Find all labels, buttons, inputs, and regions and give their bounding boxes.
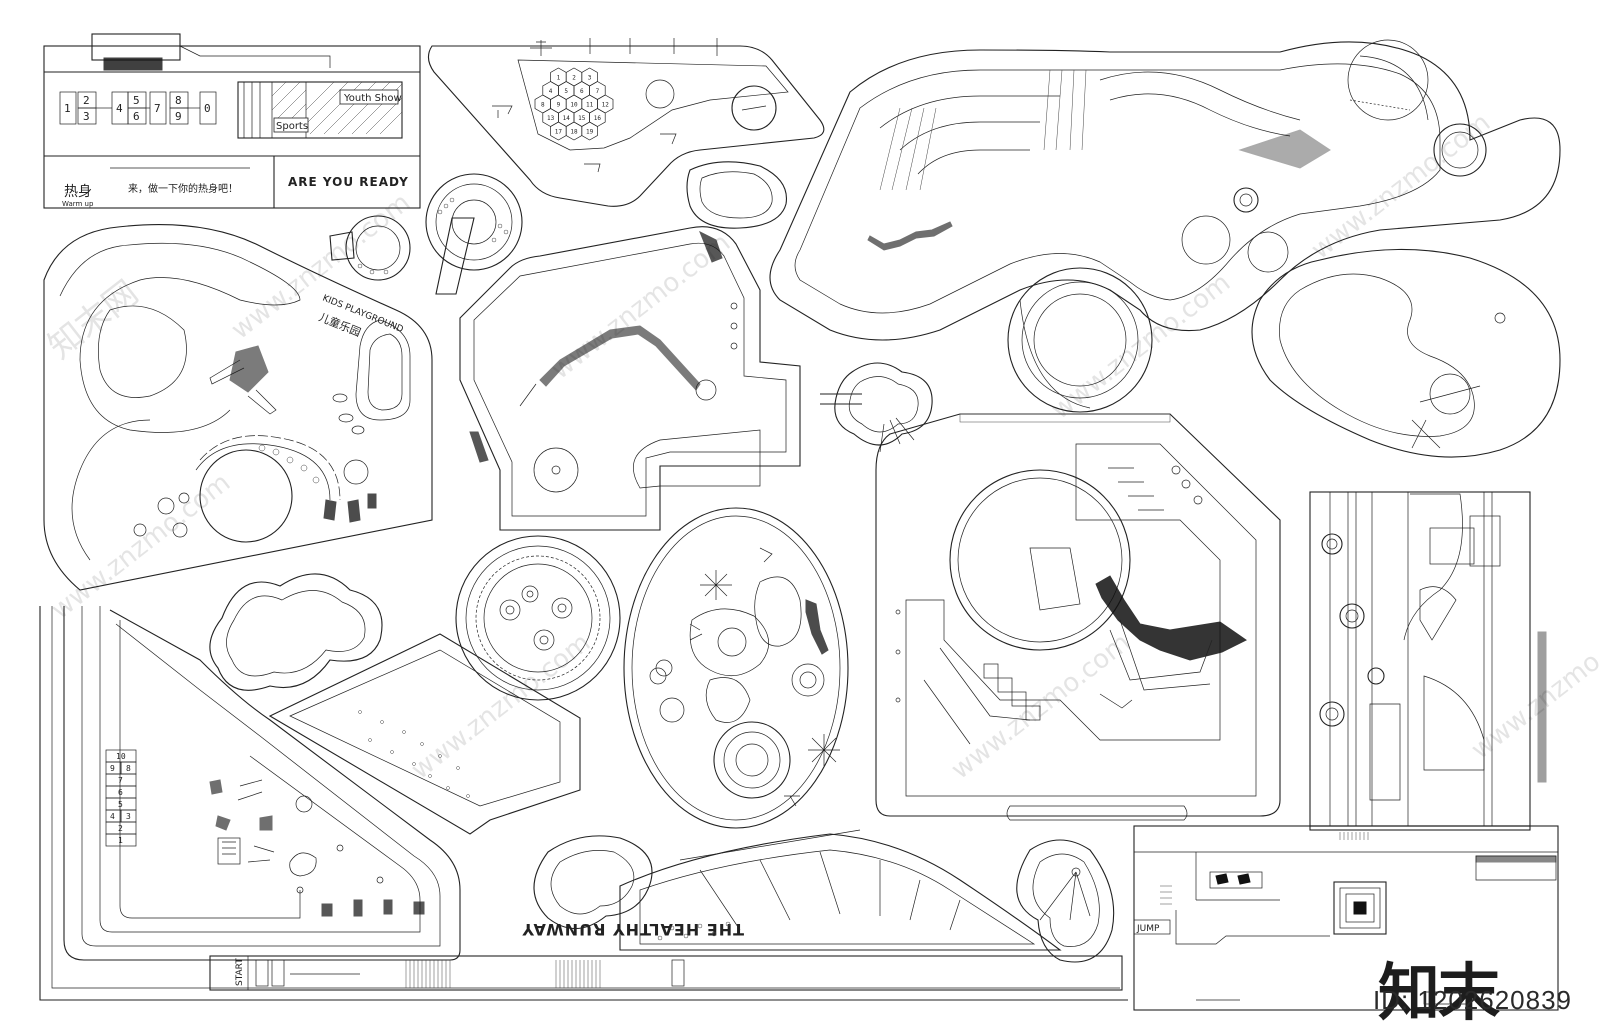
hop-3: 3 [83, 110, 90, 123]
hex-number: 13 [547, 115, 555, 122]
watermark-text: www.znzmo.com [1466, 608, 1600, 766]
swing-icon [323, 493, 377, 523]
hop-8: 8 [175, 94, 182, 107]
jump-label: JUMP [1136, 924, 1160, 934]
ready-text: ARE YOU READY [288, 175, 409, 189]
hop-2: 2 [83, 94, 90, 107]
track-hopscotch: 10 9 8 7 6 5 4 3 2 1 [105, 749, 137, 847]
watermark-text: www.znzmo.com [46, 468, 236, 626]
drum-plaza [455, 535, 621, 701]
hex-number: 16 [594, 115, 602, 122]
hex-number: 17 [555, 129, 563, 136]
start-strip: START [209, 955, 1123, 991]
track-hop-6: 6 [118, 788, 123, 797]
watermark-text: www.znzmo.com [1306, 108, 1496, 266]
watermark-layer: 知末网 www.znzmo.com www.znzmo.com www.znzm… [41, 108, 1600, 786]
hex-number: 10 [570, 102, 578, 109]
hex-number: 15 [578, 115, 586, 122]
hex-number: 1 [557, 75, 561, 82]
track-hop-1: 1 [118, 836, 123, 845]
image-id: ID: 1202620839 [1372, 985, 1572, 1015]
oval-garden [623, 507, 849, 829]
track-hop-4: 4 [110, 812, 115, 821]
warmup-panel: 1 2 3 4 5 6 7 8 9 0 Youth Show Sport [43, 33, 421, 209]
track-hop-8: 8 [126, 764, 131, 773]
hex-number: 9 [557, 102, 561, 109]
start-label: START [235, 958, 245, 986]
hop-0: 0 [204, 102, 211, 115]
warmup-title-cn: 热身 [64, 184, 92, 200]
triangle-park [209, 573, 581, 835]
hex-number: 14 [563, 115, 571, 122]
brand-logo: 知末 [1378, 956, 1500, 1029]
wave-garden [769, 39, 1561, 413]
watermark-text: www.znzmo.com [946, 628, 1136, 786]
running-track: 10 9 8 7 6 5 4 3 2 1 [39, 606, 1128, 1001]
mini-hopscotch [983, 663, 1041, 721]
hex-number: 12 [602, 102, 610, 109]
zigzag-slide-area [459, 161, 801, 531]
fitness-bars [1108, 465, 1203, 511]
hop-6: 6 [133, 110, 140, 123]
watermark-text: www.znzmo.com [1046, 268, 1236, 426]
spring-rider-icon [332, 393, 365, 435]
hop-1: 1 [64, 102, 71, 115]
hex-number: 5 [564, 88, 568, 95]
track-hop-7: 7 [118, 776, 123, 785]
slide-towers [329, 173, 523, 295]
hex-number: 11 [586, 102, 594, 109]
hex-number: 19 [586, 129, 594, 136]
bridge [820, 362, 933, 453]
runway-title: THE HEALTHY RUNWAY [521, 920, 744, 939]
sports-label: Sports [276, 121, 308, 132]
bean-garden [1251, 248, 1561, 458]
track-hop-5: 5 [118, 800, 123, 809]
hop-9: 9 [175, 110, 182, 123]
watermark-text: 知末网 [41, 273, 146, 367]
track-hop-3: 3 [126, 812, 131, 821]
track-hop-10: 10 [116, 752, 126, 761]
hop-7: 7 [154, 102, 161, 115]
hex-number: 2 [572, 75, 576, 82]
healthy-runway: THE HEALTHY RUNWAY [521, 829, 1115, 963]
hex-number: 7 [596, 88, 600, 95]
hex-cell [581, 121, 598, 141]
warmup-hopscotch: 1 2 3 4 5 6 7 8 9 0 [59, 91, 217, 125]
hop-5: 5 [133, 94, 140, 107]
seesaw-icon [492, 38, 728, 173]
youth-show-label: Youth Show [343, 93, 402, 104]
hex-number: 18 [570, 129, 578, 136]
watermark-text: www.znzmo.com [406, 628, 596, 786]
warmup-slogan: 来，做一下你的热身吧！ [128, 182, 238, 195]
track-hop-9: 9 [110, 764, 115, 773]
hex-number: 3 [588, 75, 592, 82]
climbing-field [875, 413, 1281, 821]
hex-number: 8 [541, 102, 545, 109]
fitness-stations [209, 779, 425, 917]
track-hop-2: 2 [118, 824, 123, 833]
warmup-title-en: Warm up [62, 200, 94, 208]
hex-number: 6 [580, 88, 584, 95]
hop-4: 4 [116, 102, 123, 115]
hex-number: 4 [549, 88, 553, 95]
right-panel [1309, 491, 1547, 827]
star-sculpture [700, 570, 840, 766]
